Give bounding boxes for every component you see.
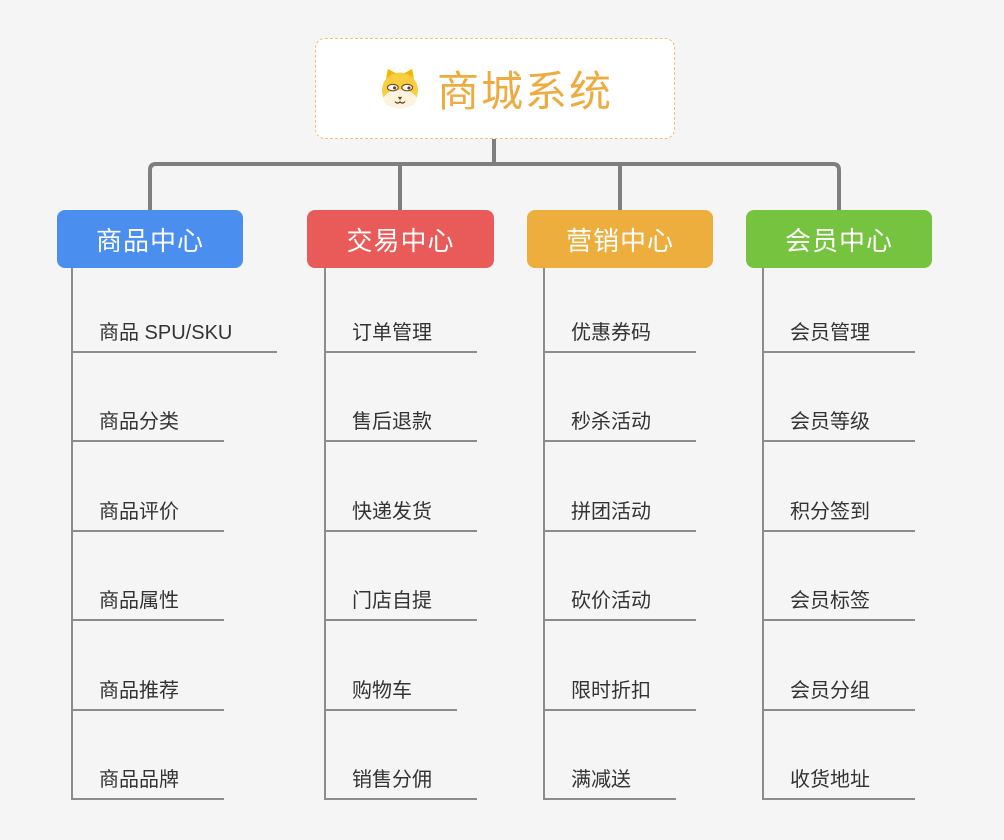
leaf-node[interactable]: 购物车: [324, 674, 457, 711]
leaf-node[interactable]: 会员分组: [762, 674, 915, 711]
leaf-node[interactable]: 会员标签: [762, 584, 915, 621]
leaf-node[interactable]: 会员管理: [762, 316, 915, 353]
leaf-node[interactable]: 满减送: [543, 763, 676, 800]
leaf-node[interactable]: 拼团活动: [543, 495, 696, 532]
branch-label: 商品中心: [95, 225, 204, 256]
root-node[interactable]: 商城系统: [315, 38, 675, 139]
branch-spine-line: [543, 268, 545, 800]
leaf-node[interactable]: 快递发货: [324, 495, 477, 532]
leaf-node[interactable]: 限时折扣: [543, 674, 696, 711]
leaf-node[interactable]: 优惠券码: [543, 316, 696, 353]
branch-spine-line: [71, 268, 73, 800]
leaf-node[interactable]: 秒杀活动: [543, 405, 696, 442]
leaf-node[interactable]: 销售分佣: [324, 763, 477, 800]
leaf-node[interactable]: 积分签到: [762, 495, 915, 532]
leaf-node[interactable]: 商品分类: [71, 405, 224, 442]
leaf-node[interactable]: 商品推荐: [71, 674, 224, 711]
leaf-node[interactable]: 商品评价: [71, 495, 224, 532]
branch-node-member-center[interactable]: 会员中心: [746, 210, 932, 268]
branch-spine-line: [762, 268, 764, 800]
branch-label: 会员中心: [784, 225, 893, 256]
branch-label: 营销中心: [565, 225, 674, 256]
leaf-node[interactable]: 订单管理: [324, 316, 477, 353]
branch-node-marketing-center[interactable]: 营销中心: [527, 210, 713, 268]
leaf-node[interactable]: 收货地址: [762, 763, 915, 800]
shiba-dog-icon: [382, 68, 418, 108]
branch-spine-line: [324, 268, 326, 800]
leaf-node[interactable]: 商品品牌: [71, 763, 224, 800]
leaf-node[interactable]: 售后退款: [324, 405, 477, 442]
leaf-node[interactable]: 门店自提: [324, 584, 477, 621]
leaf-node[interactable]: 砍价活动: [543, 584, 696, 621]
root-title: 商城系统: [436, 68, 613, 115]
branch-label: 交易中心: [346, 225, 455, 256]
branch-node-trade-center[interactable]: 交易中心: [307, 210, 494, 268]
branch-node-product-center[interactable]: 商品中心: [57, 210, 243, 268]
leaf-node[interactable]: 商品 SPU/SKU: [71, 316, 278, 353]
leaf-node[interactable]: 商品属性: [71, 584, 224, 621]
leaf-node[interactable]: 会员等级: [762, 405, 915, 442]
